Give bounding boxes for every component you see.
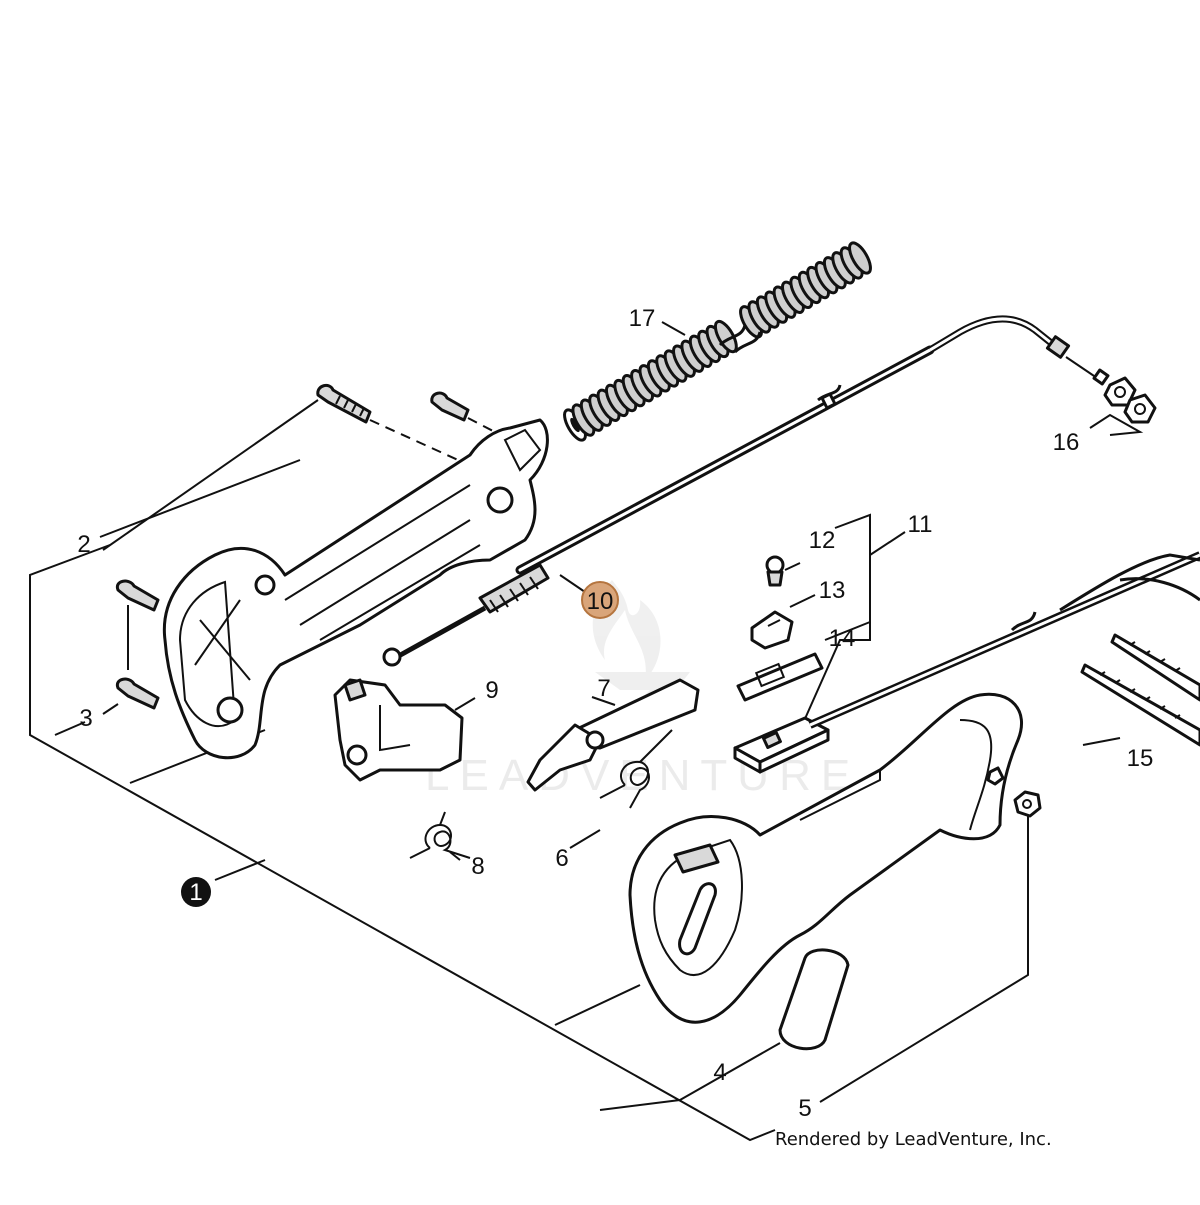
- callout-8[interactable]: 8: [471, 853, 484, 880]
- callout-16[interactable]: 16: [1053, 429, 1080, 456]
- callout-9[interactable]: 9: [485, 677, 498, 704]
- hex-nuts-16: [1089, 376, 1157, 436]
- callout-2[interactable]: 2: [77, 531, 90, 558]
- cable-ties-15: [1080, 633, 1200, 747]
- stop-switch-11: [733, 551, 1200, 774]
- callout-7[interactable]: 7: [597, 675, 610, 702]
- callout-12[interactable]: 12: [809, 527, 836, 554]
- screws-2-3: [115, 383, 521, 710]
- cable-adjuster: [478, 563, 550, 614]
- throttle-cable-10: [382, 315, 1110, 667]
- interlock-lever-7: [526, 678, 700, 792]
- handle-housing-left-half: [162, 418, 549, 760]
- callout-15[interactable]: 15: [1127, 745, 1154, 772]
- render-credit: Rendered by LeadVenture, Inc.: [775, 1129, 1052, 1150]
- callout-10-highlighted[interactable]: 10: [581, 581, 619, 619]
- throttle-trigger-9: [333, 678, 464, 782]
- rubber-insert-4: [778, 948, 850, 1051]
- hex-nut-5: [1013, 790, 1042, 818]
- callout-labels: 1 2 3 4 5 6 7 8 9 10 11 12 13 14 15 16 1…: [77, 305, 1153, 1122]
- callout-6[interactable]: 6: [555, 845, 568, 872]
- torsion-spring-8: [409, 811, 471, 859]
- callout-13[interactable]: 13: [819, 577, 846, 604]
- callout-5[interactable]: 5: [798, 1095, 811, 1122]
- leader-lines: [449, 321, 1121, 861]
- screw-mid-left: [115, 579, 160, 612]
- callout-17[interactable]: 17: [629, 305, 656, 332]
- hose-rib: [848, 241, 872, 275]
- callout-4[interactable]: 4: [713, 1059, 726, 1086]
- svg-text:10: 10: [587, 588, 614, 615]
- assembly-bracket-lines: [29, 399, 1029, 1142]
- protective-hose-17: [563, 241, 872, 442]
- screw-top-right: [430, 391, 470, 422]
- control-handle-housing-5: [628, 692, 1024, 1024]
- screw-top-left: [316, 383, 372, 424]
- screw-low-left: [115, 677, 160, 710]
- callout-14[interactable]: 14: [829, 625, 856, 652]
- callout-3[interactable]: 3: [79, 705, 92, 732]
- callout-1[interactable]: 1: [181, 877, 211, 907]
- hose-opening: [570, 417, 580, 433]
- callout-11[interactable]: 11: [908, 511, 933, 538]
- break-marks: [718, 324, 1037, 632]
- switch-label-14: [736, 652, 824, 702]
- switch-screw-12: [765, 555, 785, 587]
- svg-text:1: 1: [189, 879, 202, 906]
- torsion-spring-6: [599, 729, 673, 809]
- switch-slide-13: [750, 610, 794, 650]
